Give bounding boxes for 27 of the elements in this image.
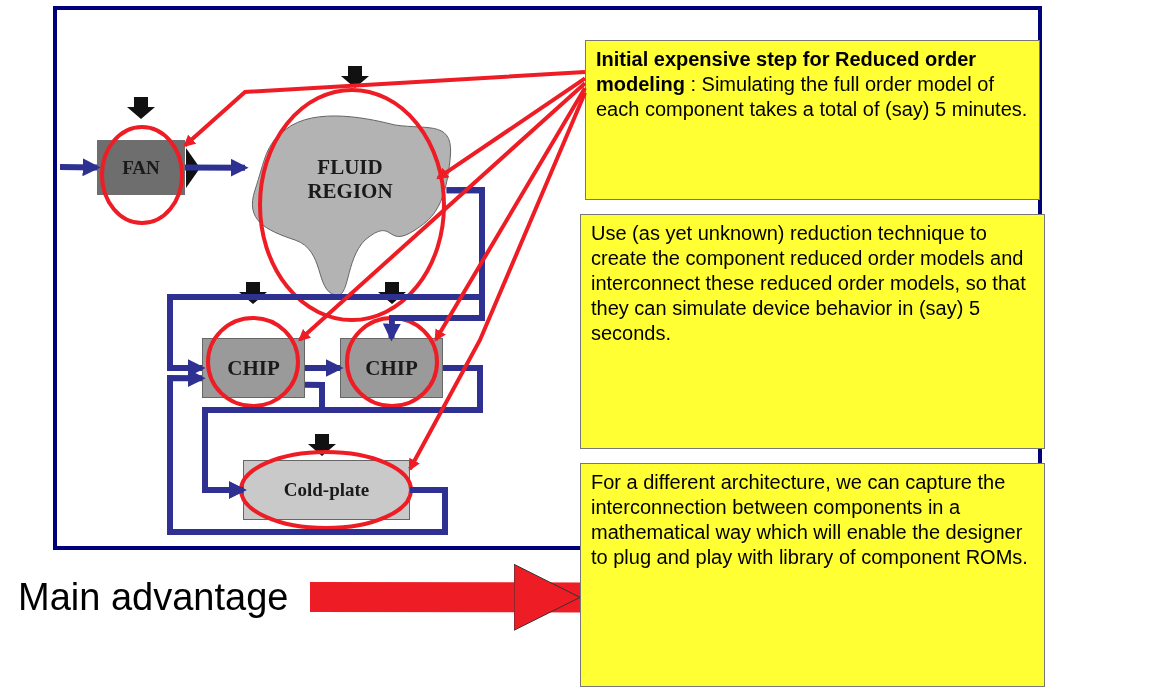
arrow [183,70,586,148]
note-text: Use (as yet unknown) reduction technique to create the component reduced order models and interconnect these reduced order models, so that they can simulate device behavior in (say) 5 seconds. [591,221,1027,346]
component-label: FAN [122,156,160,179]
arrow [59,158,101,177]
note-box [580,463,1045,687]
arrow [408,92,587,472]
arrow [305,359,344,377]
chip-box [340,338,443,398]
component-label: CHIP [227,355,280,381]
chip-box [202,338,305,398]
note-text: For a different architecture, we can capture the interconnection between components in a mathematical way which will enable the designer to plug and play with library of component ROMs. [591,470,1029,570]
note-box [580,214,1045,449]
arrow [202,365,483,499]
arrow [382,187,485,342]
component-label: FLUID REGION [306,155,394,204]
component-label: Cold-plate [283,479,370,501]
arrow [434,87,587,342]
arrow [185,158,249,177]
note-text: Initial expensive step for Reduced order modeling : Simulating the full order model of each component takes a total of (say) 5 minutes. [596,47,1029,122]
note-box [585,40,1040,200]
component-label: CHIP [365,355,418,381]
advantage-text: Main advantage [18,575,289,619]
arrow [436,76,587,180]
fan-box [97,140,185,195]
arrow [298,81,587,342]
cold-plate-box [243,460,410,520]
block-arrow [310,563,581,631]
